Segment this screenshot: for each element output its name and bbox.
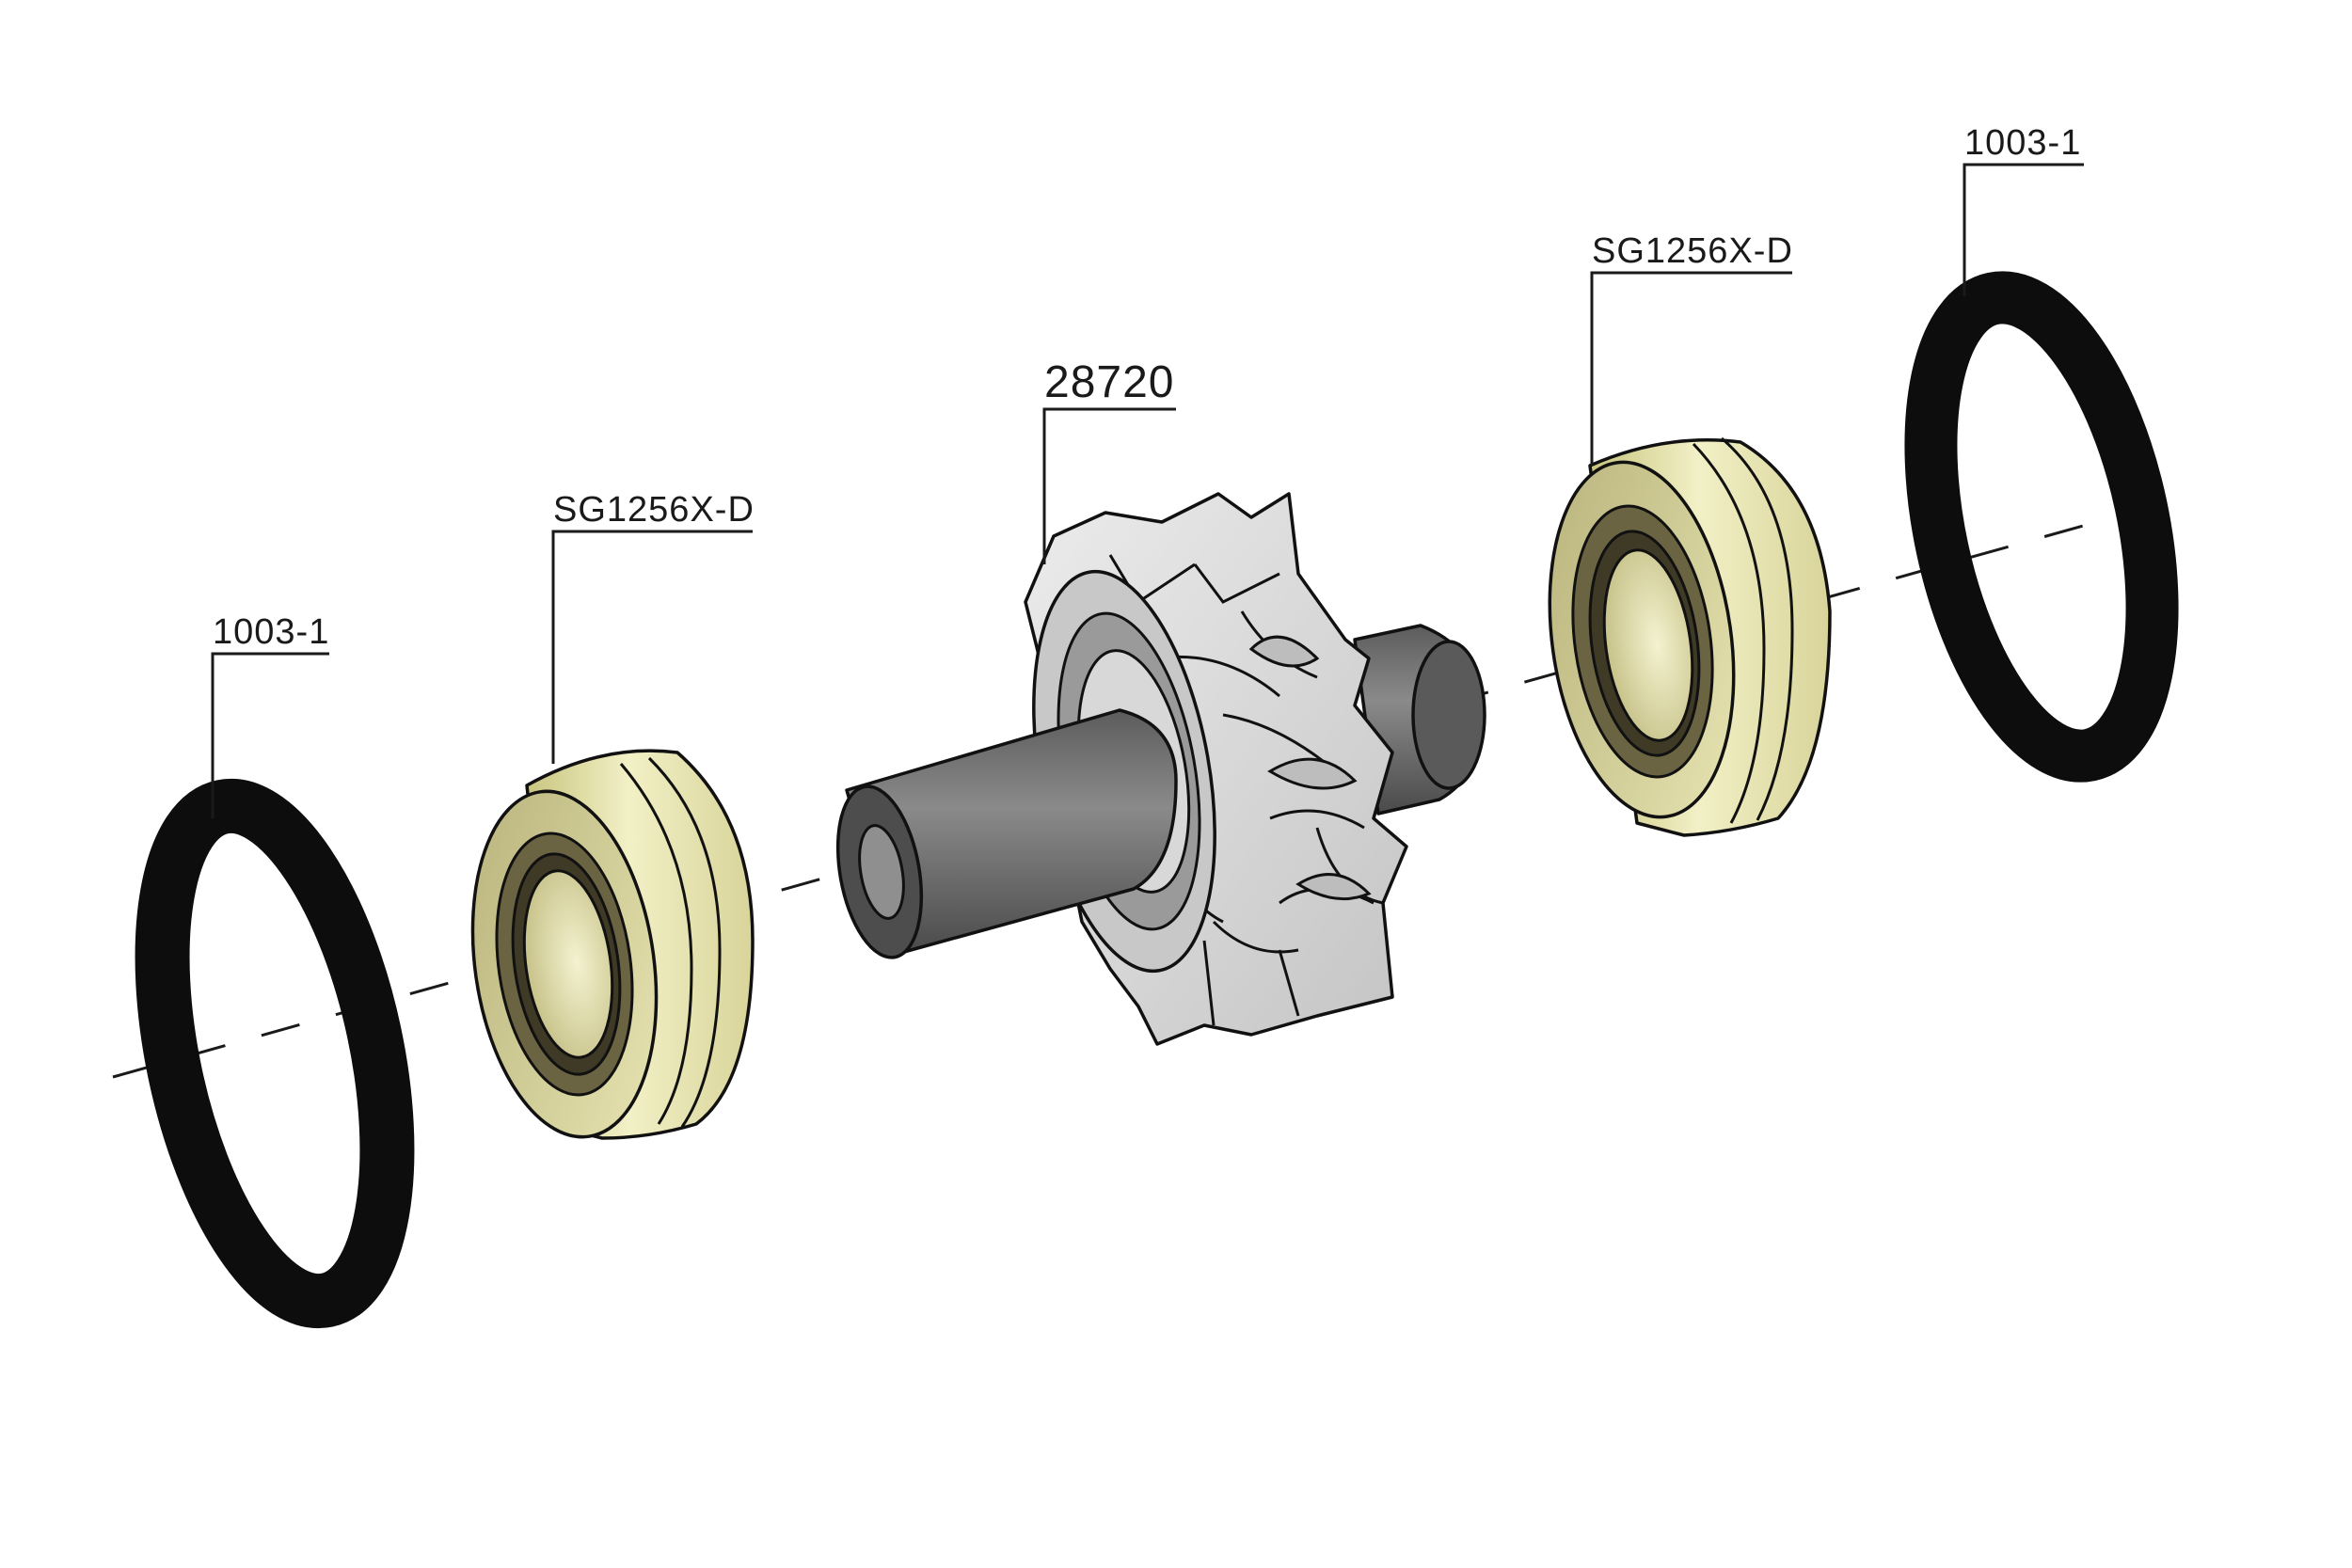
rotor-assembly: [835, 492, 1486, 1046]
oring-left: [135, 778, 415, 1329]
oring-right: [1904, 271, 2179, 783]
callout-rotor: 28720: [1042, 357, 1176, 564]
callout-bearing-left: SG1256X-D: [551, 490, 755, 764]
label-oring-left: 1003-1: [213, 612, 329, 652]
callout-oring-right: 1003-1: [1963, 123, 2084, 296]
label-bearing-left: SG1256X-D: [553, 490, 755, 530]
label-rotor: 28720: [1044, 357, 1174, 407]
label-oring-right: 1003-1: [1964, 123, 2081, 163]
bearing-left: [470, 749, 755, 1140]
label-bearing-right: SG1256X-D: [1592, 231, 1793, 271]
callout-oring-left: 1003-1: [211, 612, 329, 818]
bearing-right: [1548, 436, 1832, 837]
callout-bearing-right: SG1256X-D: [1590, 231, 1793, 466]
